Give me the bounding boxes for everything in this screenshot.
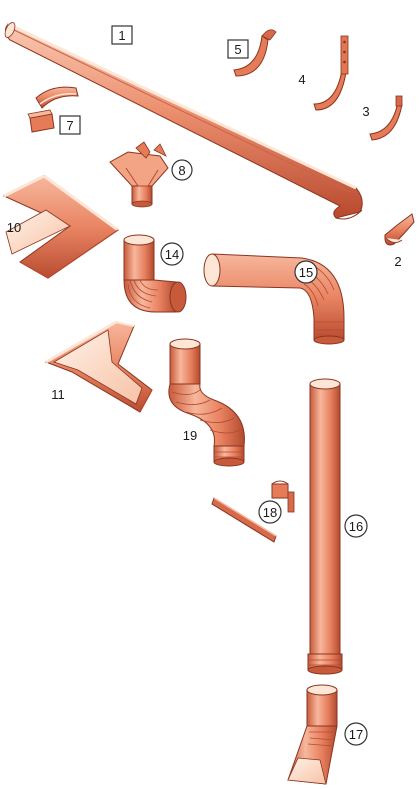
svg-text:16: 16 [349,519,363,534]
downpipe [308,379,342,674]
label-10: 10 [7,220,21,235]
svg-text:15: 15 [299,265,313,280]
gutter-bracket-long [314,36,348,110]
label-16: 16 [345,515,367,537]
svg-text:11: 11 [51,387,65,402]
svg-text:7: 7 [66,118,73,133]
svg-text:4: 4 [298,72,305,87]
svg-text:10: 10 [7,220,21,235]
label-18: 18 [259,501,281,523]
gutter-end-cap [385,214,414,245]
svg-text:17: 17 [349,727,363,742]
label-15: 15 [295,261,317,283]
elbow-long [204,254,344,344]
label-4: 4 [298,72,305,87]
label-1: 1 [112,26,132,44]
label-19: 19 [183,428,197,443]
svg-text:18: 18 [263,505,277,520]
svg-text:8: 8 [178,163,185,178]
gutter-outlet [110,142,168,207]
outlet-shoe [288,685,337,784]
offset-elbow [169,339,245,466]
label-2: 2 [394,254,401,269]
svg-text:14: 14 [165,247,179,262]
svg-text:1: 1 [118,28,125,43]
svg-text:5: 5 [234,42,241,57]
label-3: 3 [362,104,369,119]
gutter-bracket-short [370,96,402,140]
label-5: 5 [228,40,248,58]
label-11: 11 [51,387,65,402]
svg-text:3: 3 [362,104,369,119]
label-17: 17 [345,723,367,745]
label-14: 14 [161,243,183,265]
label-8: 8 [172,160,192,180]
svg-text:2: 2 [394,254,401,269]
svg-text:19: 19 [183,428,197,443]
pipe-clip [212,481,294,542]
label-7: 7 [60,116,80,134]
